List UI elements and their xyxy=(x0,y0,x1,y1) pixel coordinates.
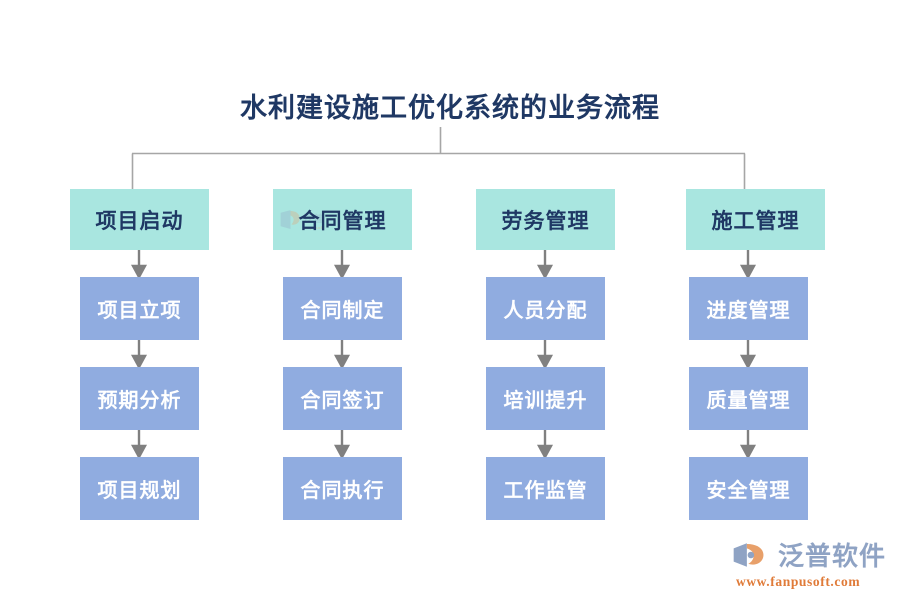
page-title: 水利建设施工优化系统的业务流程 xyxy=(240,93,660,123)
step-label-col-3-row-2: 培训提升 xyxy=(503,390,588,412)
header-box-col-3[interactable]: 劳务管理 xyxy=(476,189,615,250)
arrow-head-c3-a xyxy=(536,264,554,280)
arrow-head-c3-c xyxy=(536,444,554,460)
step-label-col-1-row-2: 预期分析 xyxy=(97,390,182,412)
step-label-col-4-row-3: 安全管理 xyxy=(706,480,791,502)
arrow-head-c1-b xyxy=(130,354,148,370)
header-box-col-1[interactable]: 项目启动 xyxy=(70,189,209,250)
step-label-col-1-row-3: 项目规划 xyxy=(97,480,182,502)
header-label-col-4: 施工管理 xyxy=(711,208,800,233)
header-label-col-3: 劳务管理 xyxy=(501,208,590,233)
brand-url: www.fanpusoft.com xyxy=(735,574,861,589)
step-box-col-2-row-2[interactable]: 合同签订 xyxy=(283,367,402,430)
arrow-head-c4-c xyxy=(739,444,757,460)
brand-logo-row: 泛普软件 xyxy=(730,536,886,573)
step-label-col-3-row-3: 工作监管 xyxy=(503,480,588,502)
header-box-col-4[interactable]: 施工管理 xyxy=(686,189,825,250)
step-label-col-2-row-3: 合同执行 xyxy=(300,480,385,502)
step-box-col-1-row-3[interactable]: 项目规划 xyxy=(80,457,199,520)
header-label-col-2: 合同管理 xyxy=(298,208,387,233)
arrow-head-c4-b xyxy=(739,354,757,370)
fanpu-swoosh-logo-icon xyxy=(733,542,764,567)
step-label-col-3-row-1: 人员分配 xyxy=(503,300,588,322)
step-box-col-1-row-2[interactable]: 预期分析 xyxy=(80,367,199,430)
step-box-col-4-row-2[interactable]: 质量管理 xyxy=(689,367,808,430)
step-box-col-3-row-3[interactable]: 工作监管 xyxy=(486,457,605,520)
arrow-head-c2-c xyxy=(333,444,351,460)
step-label-col-2-row-1: 合同制定 xyxy=(300,300,385,322)
step-box-col-2-row-3[interactable]: 合同执行 xyxy=(283,457,402,520)
step-label-col-2-row-2: 合同签订 xyxy=(300,390,385,412)
step-box-col-4-row-3[interactable]: 安全管理 xyxy=(689,457,808,520)
brand-name: 泛普软件 xyxy=(777,541,886,571)
step-box-col-1-row-1[interactable]: 项目立项 xyxy=(80,277,199,340)
step-box-col-4-row-1[interactable]: 进度管理 xyxy=(689,277,808,340)
header-box-col-2[interactable]: 泛普 fanpusoft 合同管理 xyxy=(273,189,412,250)
step-box-col-2-row-1[interactable]: 合同制定 xyxy=(283,277,402,340)
step-label-col-4-row-2: 质量管理 xyxy=(706,390,791,412)
step-label-col-1-row-1: 项目立项 xyxy=(97,300,182,322)
step-box-col-3-row-1[interactable]: 人员分配 xyxy=(486,277,605,340)
step-label-col-4-row-1: 进度管理 xyxy=(706,300,791,322)
arrow-head-c2-a xyxy=(333,264,351,280)
arrow-head-c4-a xyxy=(739,264,757,280)
arrow-head-c1-c xyxy=(130,444,148,460)
brand-logo: 泛普软件 www.fanpusoft.com xyxy=(730,536,886,590)
header-label-col-1: 项目启动 xyxy=(95,208,184,233)
arrow-head-c2-b xyxy=(333,354,351,370)
arrow-head-c3-b xyxy=(536,354,554,370)
step-box-col-3-row-2[interactable]: 培训提升 xyxy=(486,367,605,430)
arrow-head-c1-a xyxy=(130,264,148,280)
